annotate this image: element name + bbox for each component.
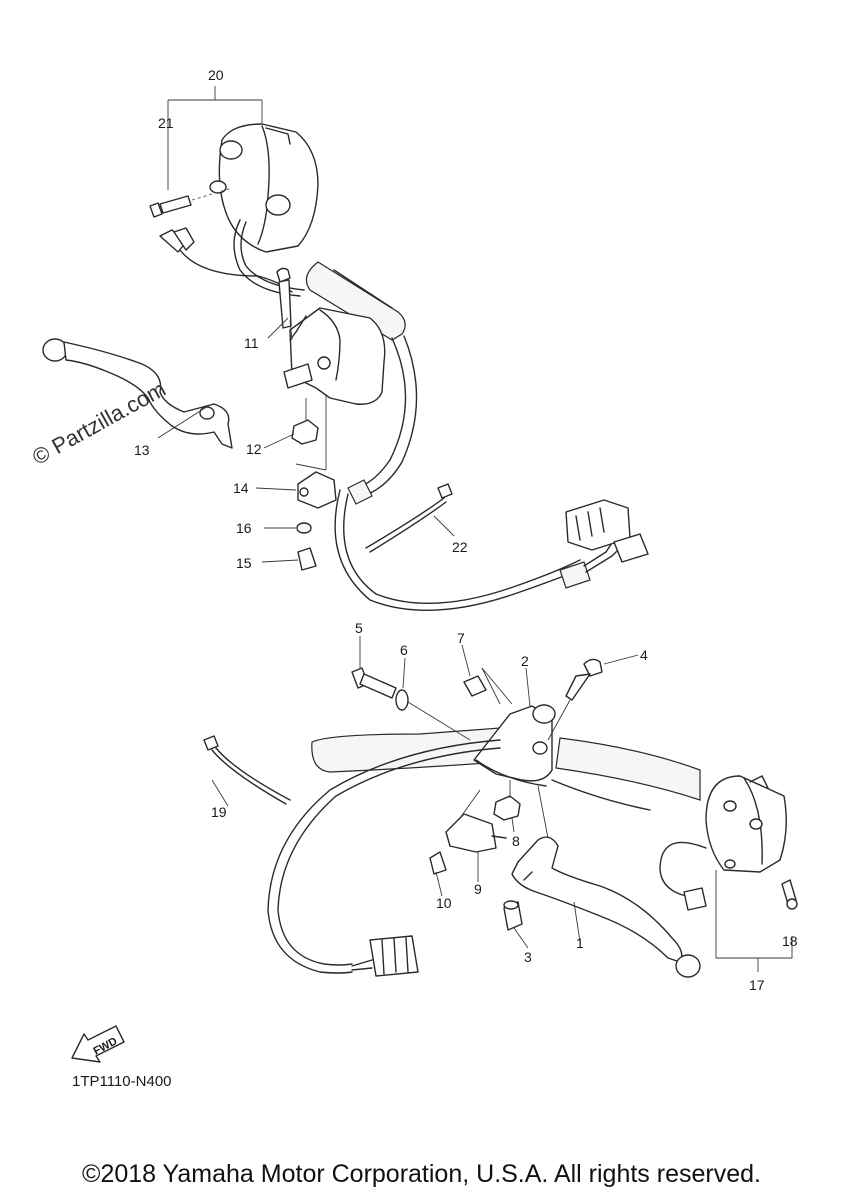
nut-8 xyxy=(493,780,521,821)
lower-switch-housing xyxy=(705,775,787,873)
bolt-5 xyxy=(351,667,471,741)
cable-tie-22 xyxy=(365,483,453,553)
clutch-cable xyxy=(347,335,418,505)
bolt-4 xyxy=(547,658,603,741)
callout-13: 13 xyxy=(134,442,150,458)
collar-3 xyxy=(503,900,523,931)
upper-switch-housing xyxy=(209,123,319,253)
callout-19: 19 xyxy=(211,804,227,820)
upper-handlebar-grip xyxy=(305,261,406,341)
upper-switch-wire xyxy=(159,219,305,297)
brake-bracket xyxy=(473,704,556,787)
callout-numbers: 20 21 11 13 12 14 16 15 22 5 6 7 2 4 19 … xyxy=(134,67,798,993)
callout-5: 5 xyxy=(355,620,363,636)
callout-20: 20 xyxy=(208,67,224,83)
callout-8: 8 xyxy=(512,833,520,849)
screw-21 xyxy=(149,187,233,218)
callout-12: 12 xyxy=(246,441,262,457)
brake-switch xyxy=(429,789,507,875)
upper-wiring-harness xyxy=(334,489,649,611)
callout-14: 14 xyxy=(233,480,249,496)
diagram-code: 1TP1110-N400 xyxy=(72,1073,172,1090)
callout-15: 15 xyxy=(236,555,252,571)
lower-handlebar-grip xyxy=(311,727,701,801)
bolt-7 xyxy=(463,667,513,705)
callout-4: 4 xyxy=(640,647,648,663)
callout-1: 1 xyxy=(576,935,584,951)
callout-6: 6 xyxy=(400,642,408,658)
callout-10: 10 xyxy=(436,895,452,911)
fwd-arrow-icon: FWD xyxy=(71,1025,125,1063)
callout-9: 9 xyxy=(474,881,482,897)
callout-16: 16 xyxy=(236,520,252,536)
cable-tie-19 xyxy=(203,735,291,805)
nut-12 xyxy=(291,394,327,470)
callout-21: 21 xyxy=(158,115,174,131)
brake-lever xyxy=(511,785,701,978)
callout-22: 22 xyxy=(452,539,468,555)
lower-switch-wire xyxy=(659,841,707,911)
bolt-11 xyxy=(276,267,293,341)
lower-wiring-harness xyxy=(267,739,651,977)
callout-leaders xyxy=(157,86,793,972)
clutch-switch xyxy=(295,463,337,571)
screw-18 xyxy=(781,879,798,910)
clutch-lever-bracket xyxy=(283,307,386,405)
callout-11: 11 xyxy=(244,335,259,351)
callout-17: 17 xyxy=(749,977,765,993)
callout-3: 3 xyxy=(524,949,532,965)
callout-7: 7 xyxy=(457,630,465,646)
callout-2: 2 xyxy=(521,653,529,669)
copyright-notice: ©2018 Yamaha Motor Corporation, U.S.A. A… xyxy=(82,1160,761,1188)
callout-18: 18 xyxy=(782,933,798,949)
clutch-lever xyxy=(42,338,233,449)
